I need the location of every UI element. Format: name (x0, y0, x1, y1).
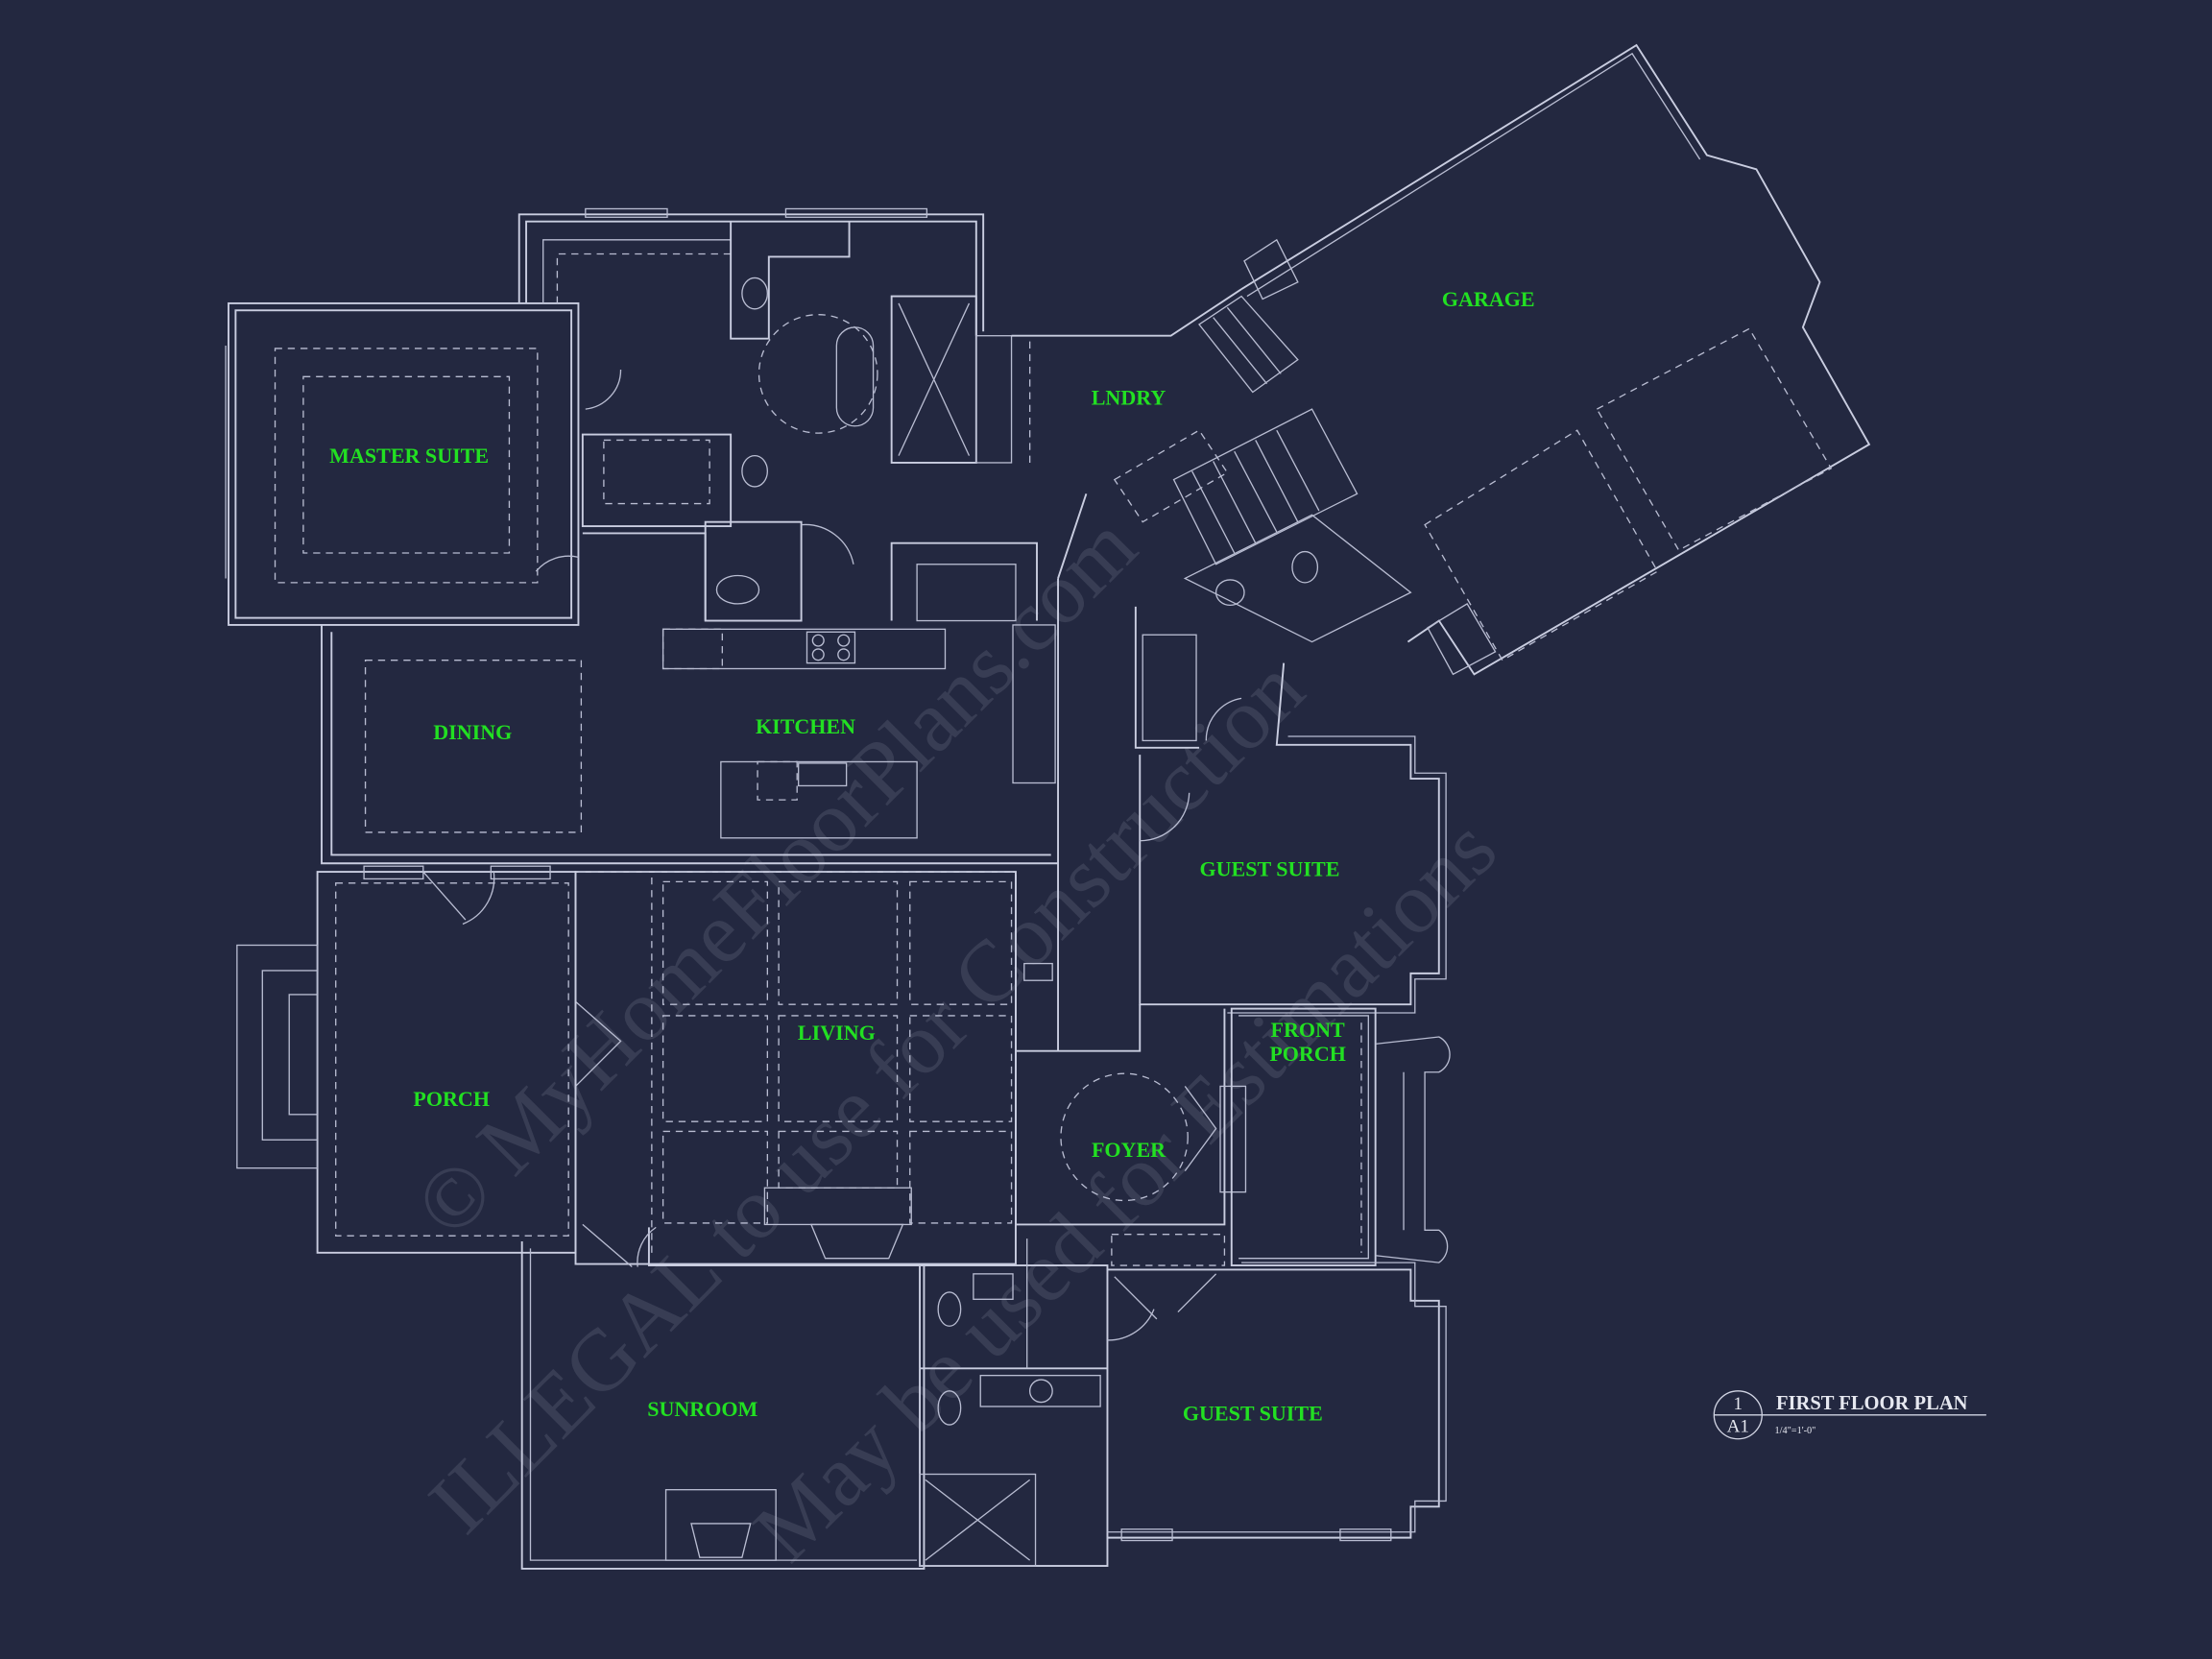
label-dining: DINING (433, 720, 512, 744)
label-living: LIVING (798, 1021, 876, 1045)
label-porch: PORCH (413, 1087, 490, 1111)
label-garage: GARAGE (1442, 287, 1535, 311)
label-front-porch-line1: FRONT (1271, 1018, 1345, 1042)
drawing-scale: 1/4"=1'-0" (1774, 1426, 1815, 1436)
guest-suite-lower-walls (1107, 1234, 1447, 1542)
detail-number: 1 (1734, 1394, 1743, 1414)
watermark-line-3: May be used for Estimations (735, 800, 1515, 1579)
lower-bath-walls (919, 1238, 1109, 1567)
sunroom-walls (520, 1223, 926, 1570)
label-guest-suite-upper: GUEST SUITE (1199, 856, 1339, 880)
label-guest-suite-lower: GUEST SUITE (1183, 1402, 1323, 1426)
drawing-title: FIRST FLOOR PLAN (1776, 1393, 1968, 1414)
room-labels: MASTER SUITE DINING KITCHEN LNDRY GARAGE… (329, 287, 1534, 1426)
foyer-walls (1015, 1007, 1451, 1266)
master-bath-walls (517, 207, 1013, 622)
label-laundry: LNDRY (1092, 386, 1166, 410)
master-suite-walls (225, 301, 580, 626)
guest-suite-upper-walls (1139, 662, 1447, 1014)
label-sunroom: SUNROOM (647, 1397, 757, 1421)
label-foyer: FOYER (1092, 1138, 1166, 1162)
garage-walls (1240, 43, 1871, 676)
label-master-suite: MASTER SUITE (329, 444, 489, 468)
laundry-walls (1011, 288, 1358, 579)
sheet-number: A1 (1727, 1416, 1749, 1436)
watermark: © MyHomeFloorPlans.com ILLEGAL to use fo… (397, 497, 1515, 1579)
label-front-porch-line2: PORCH (1269, 1042, 1346, 1066)
hall-bath-walls (1134, 514, 1412, 749)
title-block: 1 A1 FIRST FLOOR PLAN 1/4"=1'-0" (1713, 1390, 1986, 1440)
kitchen-dining-walls (321, 541, 1059, 865)
label-kitchen: KITCHEN (756, 714, 855, 738)
